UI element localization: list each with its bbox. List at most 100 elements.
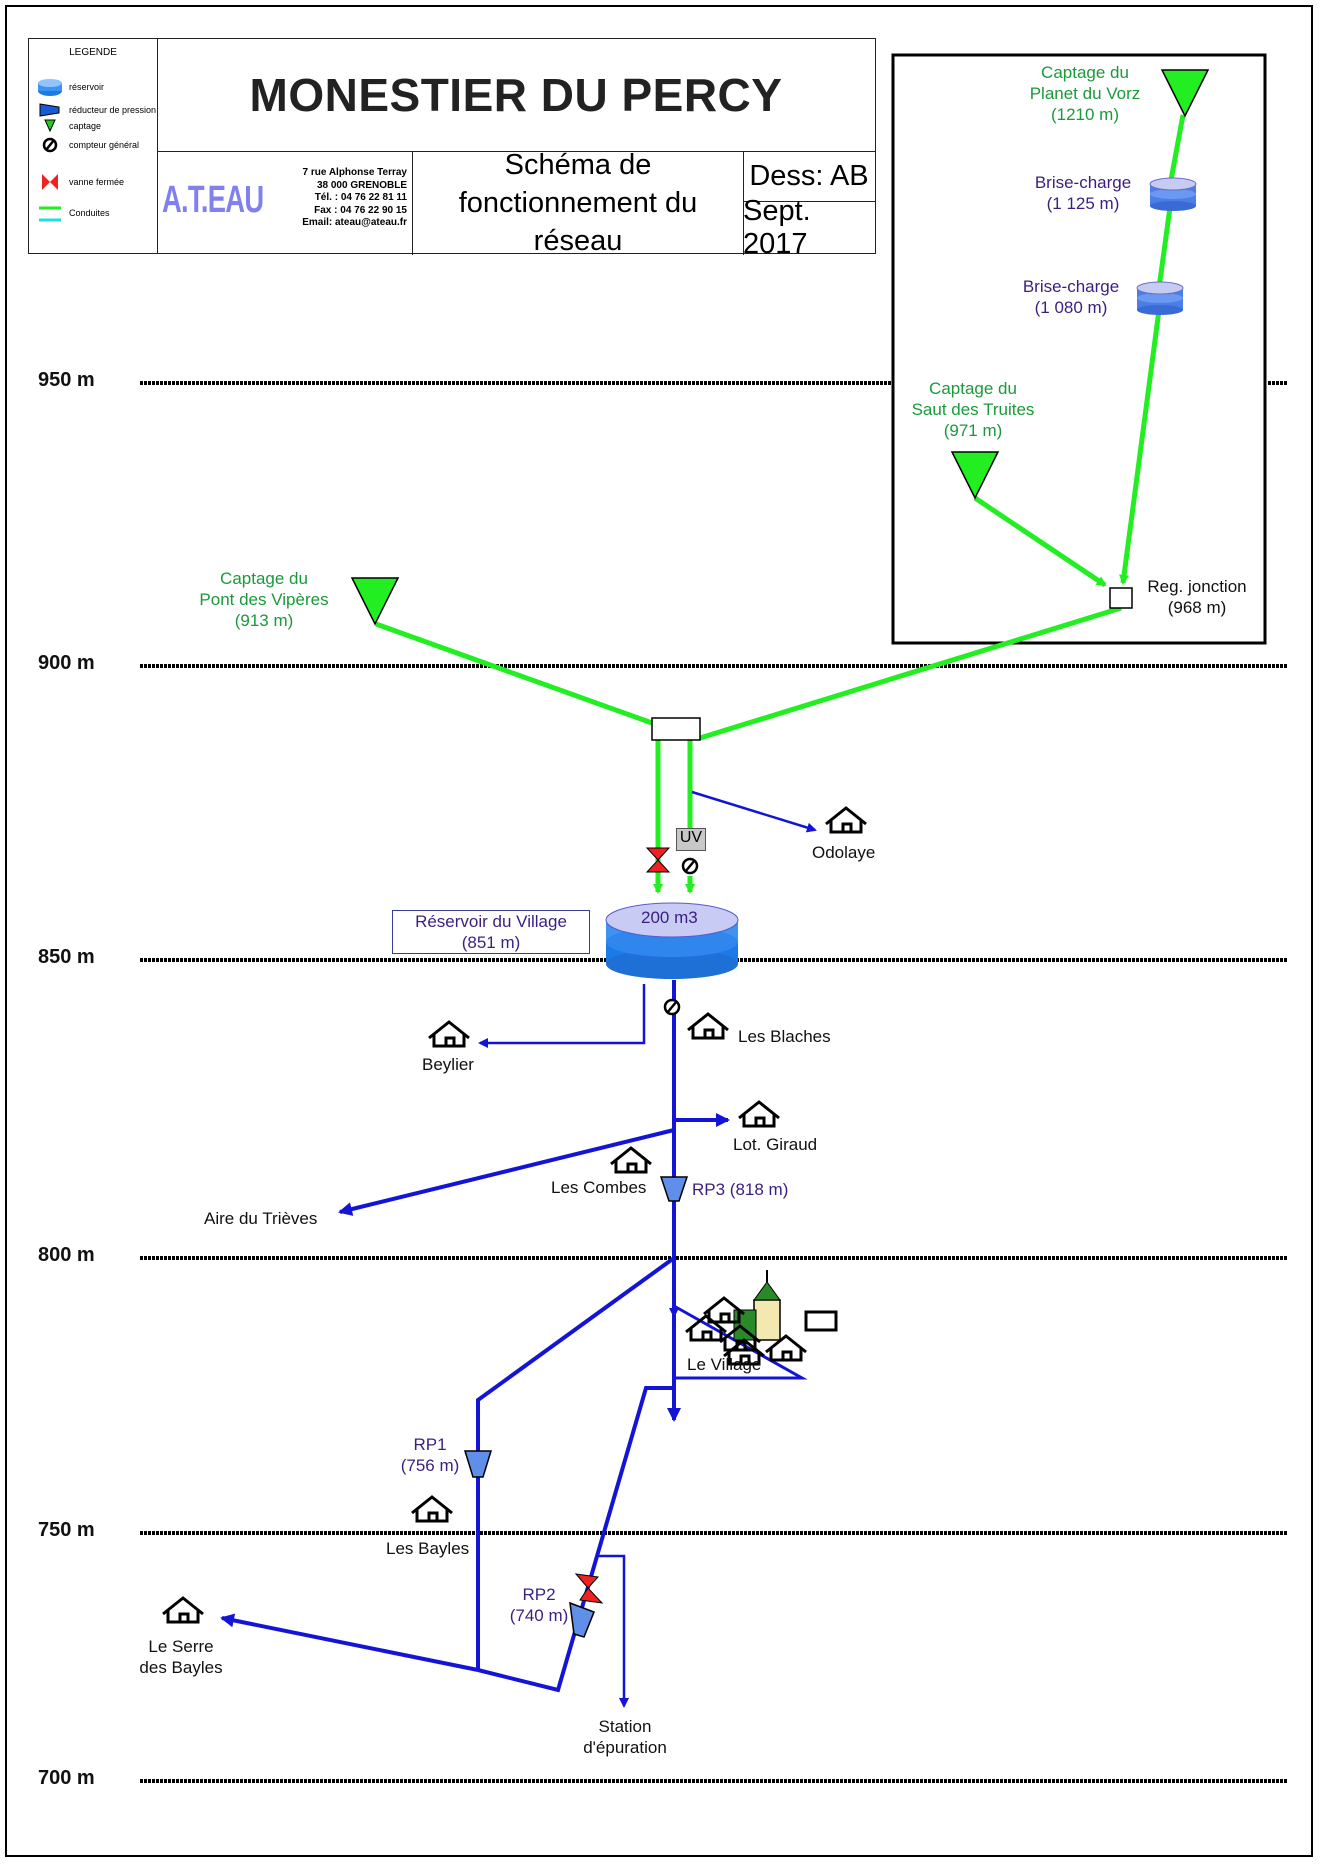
label-reg-jonction: Reg. jonction (968 m) bbox=[1137, 576, 1257, 618]
pipe-truites-jonction bbox=[973, 495, 1107, 588]
label-line: (740 m) bbox=[509, 1606, 569, 1625]
title-block: LEGENDE réservoir réducteur de pression … bbox=[28, 38, 876, 260]
label-planet-vorz: Captage du Planet du Vorz (1210 m) bbox=[1010, 62, 1160, 125]
company-address: 7 rue Alphonse Terray 38 000 GRENOBLE Té… bbox=[249, 167, 407, 230]
legend-label-pipes: Conduites bbox=[69, 208, 110, 218]
label-line: (756 m) bbox=[400, 1456, 460, 1475]
label-line: d'épuration bbox=[583, 1738, 667, 1757]
pipe-village-loop bbox=[673, 1304, 808, 1380]
drawing-title: MONESTIER DU PERCY bbox=[157, 39, 875, 152]
blue-pipes bbox=[220, 980, 808, 1708]
house-lot-giraud-icon bbox=[737, 1100, 781, 1128]
label-beylier: Beylier bbox=[422, 1055, 474, 1074]
closed-valve-icon bbox=[42, 174, 58, 190]
company-logo: A.T.EAU bbox=[162, 179, 264, 221]
reservoir-icon bbox=[38, 79, 62, 96]
label-line: Captage du bbox=[1041, 63, 1129, 82]
house-les-combes-icon bbox=[609, 1146, 653, 1174]
altitude-label-800: 800 m bbox=[38, 1244, 95, 1266]
meter-reservoir-icon bbox=[663, 998, 681, 1016]
label-station-epuration: Station d'épuration bbox=[575, 1716, 675, 1758]
uv-treatment: UV bbox=[676, 828, 706, 851]
legend-item-captage: captage bbox=[37, 119, 101, 133]
label-line: des Bayles bbox=[139, 1658, 223, 1677]
label-line: Planet du Vorz bbox=[1029, 84, 1141, 103]
reservoir-village-icon bbox=[605, 902, 739, 979]
label-line: RP1 bbox=[413, 1435, 447, 1454]
label-reservoir-volume: 200 m3 bbox=[641, 908, 698, 927]
label-line: Reg. jonction bbox=[1147, 577, 1247, 596]
label-line: Réservoir du Village bbox=[415, 912, 567, 931]
label-line: Station bbox=[598, 1717, 652, 1736]
house-les-blaches-icon bbox=[686, 1012, 730, 1040]
label-les-bayles: Les Bayles bbox=[386, 1539, 470, 1558]
brise-charge-2-icon bbox=[1136, 281, 1184, 315]
label-line: Captage du bbox=[929, 379, 1017, 398]
house-odolaye-icon bbox=[824, 806, 868, 834]
house-beylier-icon bbox=[427, 1020, 471, 1048]
pipe-viperes-chamber bbox=[375, 621, 653, 726]
label-brise-charge-2: Brise-charge (1 080 m) bbox=[1010, 276, 1132, 318]
label-line: (1210 m) bbox=[1050, 105, 1120, 124]
label-line: (913 m) bbox=[234, 611, 294, 630]
altitude-label-900: 900 m bbox=[38, 652, 95, 674]
label-les-blaches: Les Blaches bbox=[738, 1027, 831, 1046]
label-le-village: Le Village bbox=[687, 1355, 762, 1374]
green-pipes bbox=[375, 114, 1186, 894]
closed-valve-reservoir-icon bbox=[645, 847, 671, 873]
schema-title-line: fonctionnement du réseau bbox=[458, 187, 698, 257]
junction-chamber bbox=[651, 717, 701, 741]
address-line: 7 rue Alphonse Terray bbox=[302, 167, 407, 178]
label-brise-charge-1: Brise-charge(1 125 m) bbox=[1022, 172, 1144, 214]
brise-charge-1-icon bbox=[1149, 177, 1197, 211]
altitude-label-700: 700 m bbox=[38, 1767, 95, 1789]
pipe-icon bbox=[39, 206, 61, 222]
legend-label-meter: compteur général bbox=[69, 140, 140, 150]
upstream-inset-box bbox=[891, 53, 1267, 645]
legend-item-meter: compteur général bbox=[37, 137, 139, 153]
address-line: Tél. : 04 76 22 81 11 bbox=[314, 192, 407, 203]
pipe-vorz-brise1 bbox=[1168, 114, 1186, 181]
village-cluster-icon bbox=[684, 1270, 838, 1366]
pipe-jonction-chamber bbox=[699, 605, 1122, 741]
house-les-bayles-icon bbox=[410, 1495, 454, 1523]
page-frame bbox=[5, 5, 1313, 1857]
pipe-brise1-brise2 bbox=[1156, 199, 1174, 289]
label-les-combes: Les Combes bbox=[551, 1178, 647, 1197]
label-line: Captage du bbox=[220, 569, 308, 588]
schema-title: Schéma de fonctionnement du réseau bbox=[412, 149, 744, 257]
legend-label-reducer: réducteur de pression bbox=[69, 105, 157, 115]
label-line: Le Serre bbox=[148, 1637, 214, 1656]
label-serre-bayles: Le Serre des Bayles bbox=[136, 1636, 226, 1678]
pipe-odolaye bbox=[691, 790, 817, 833]
legend-label-reservoir: réservoir bbox=[69, 82, 105, 92]
captage-planet-vorz-icon bbox=[1160, 69, 1210, 118]
altitude-label-750: 750 m bbox=[38, 1519, 95, 1541]
label-saut-truites: Captage du Saut des Truites (971 m) bbox=[898, 378, 1048, 441]
pipe-brise2-jonction bbox=[1119, 309, 1162, 585]
label-line: (968 m) bbox=[1167, 598, 1227, 617]
schema-title-line: Schéma de bbox=[504, 149, 652, 181]
captage-saut-truites-icon bbox=[950, 451, 1000, 500]
address-line: Fax : 04 76 22 90 15 bbox=[314, 204, 407, 216]
label-line: (1 080 m) bbox=[1034, 298, 1108, 317]
label-aire-trieves: Aire du Trièves bbox=[204, 1209, 318, 1228]
rp2-reducer-icon bbox=[569, 1601, 595, 1638]
label-line: Brise-charge bbox=[1022, 277, 1120, 296]
legend-item-valve: vanne fermée bbox=[37, 173, 124, 191]
pipe-station bbox=[596, 1554, 629, 1708]
label-line: Saut des Truites bbox=[911, 400, 1035, 419]
reg-jonction-box bbox=[1109, 587, 1133, 609]
label-lot-giraud: Lot. Giraud bbox=[733, 1135, 818, 1154]
address-line: Email: ateau@ateau.fr bbox=[302, 217, 407, 228]
legend-title: LEGENDE bbox=[69, 47, 117, 58]
altitude-label-950: 950 m bbox=[38, 369, 95, 391]
label-rp2: RP2(740 m) bbox=[503, 1584, 575, 1626]
pipe-rp1-branch bbox=[476, 1256, 676, 1670]
label-line: (971 m) bbox=[943, 421, 1003, 440]
drawn-by: Dess: AB bbox=[743, 151, 875, 202]
captage-pont-viperes-icon bbox=[350, 577, 400, 626]
rp1-reducer-icon bbox=[463, 1450, 493, 1478]
pipe-serre-bayles bbox=[220, 1613, 479, 1672]
